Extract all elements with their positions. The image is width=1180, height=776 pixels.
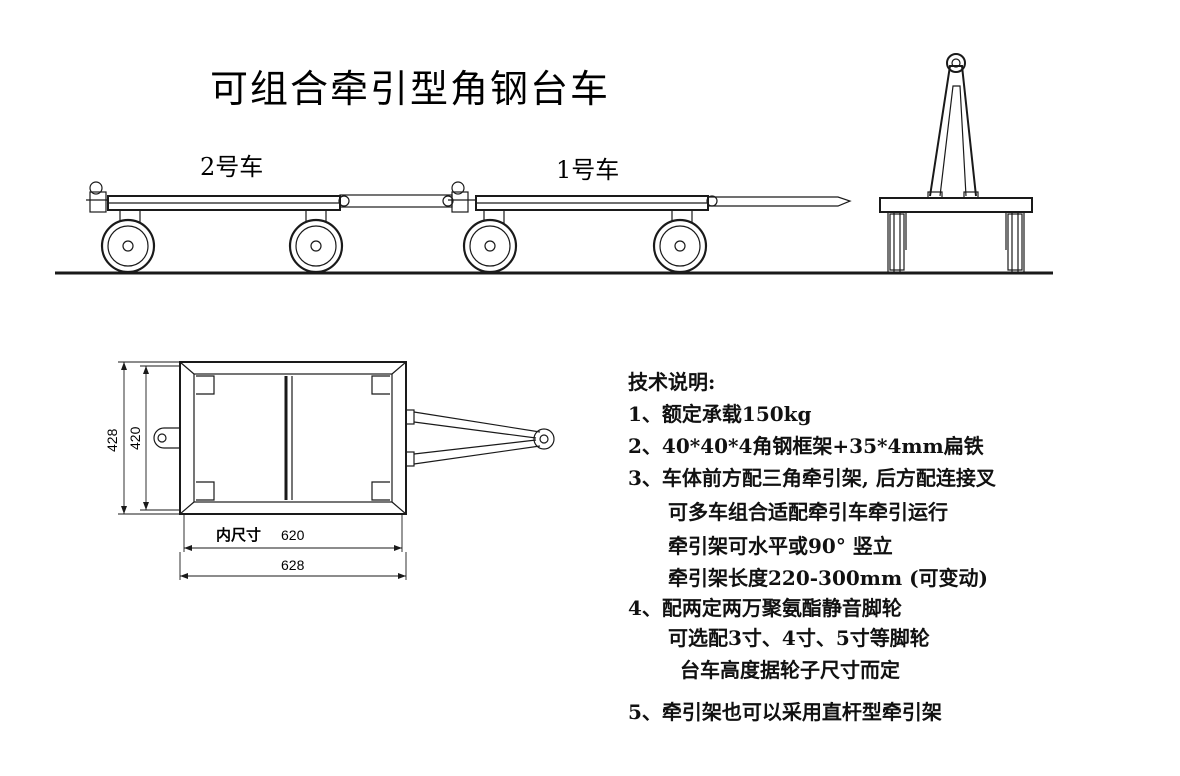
dimension-outer-height-text: 428 [104,428,120,452]
caster-plate-bottom-right [371,481,390,501]
connecting-tow-bar [338,194,454,208]
cart-2-rear-wheel [100,218,156,274]
diagram-title: 可组合牵引型角钢台车 [210,67,610,111]
spec-line-3-cont-1: 可多车组合适配牵引车牵引运行 [668,500,948,524]
caster-plate-bottom-left [196,481,215,501]
spec-line-5: 5、牵引架也可以采用直杆型牵引架 [628,700,942,724]
spec-line-4-cont-1: 可选配3寸、4寸、5寸等脚轮 [668,626,930,650]
spec-line-4: 4、配两定两万聚氨酯静音脚轮 [628,596,902,620]
dimension-outer-width-text: 628 [281,557,305,573]
caster-plate-top-left [196,375,215,395]
caster-plate-top-right [371,375,390,395]
cart-1-rear-wheel [462,218,518,274]
cart-2-front-wheel [288,218,344,274]
tech-specs-heading: 技术说明: [628,370,716,394]
cart-2-hitch [86,181,108,213]
top-view-inner-frame [193,373,393,503]
cart-1-label: 1号车 [556,156,619,184]
top-view-triangle-tow-bar [405,409,555,467]
dimension-inner-width-label: 内尺寸 [216,526,261,544]
end-view-left-casters [887,212,907,272]
dimension-inner-width-text: 620 [281,527,305,543]
cart-1-front-wheel [652,218,708,274]
spec-line-3: 3、车体前方配三角牵引架, 后方配连接叉 [628,466,996,490]
spec-line-2: 2、40*40*4角钢框架+35*4mm扁铁 [628,434,984,458]
cart-2-label: 2号车 [200,153,263,181]
end-view-a-frame [929,65,977,197]
dimension-inner-height: 420 [127,365,180,511]
cart-2-side-view [86,181,344,274]
cart-1-hitch [448,181,476,213]
top-view-outer-frame [179,361,407,515]
dimension-inner-height-text: 420 [127,426,143,450]
top-view: 428 420 内尺寸 620 628 [104,361,555,580]
dimension-inner-width: 内尺寸 620 [183,514,403,552]
dimension-outer-width: 628 [179,552,407,580]
spec-line-3-cont-2: 牵引架可水平或90° 竖立 [668,534,893,558]
end-view-right-casters [1005,212,1025,272]
cart-1-side-view [448,181,852,274]
spec-line-3-cont-3: 牵引架长度220-300mm (可变动) [668,566,989,590]
end-view [879,53,1033,272]
dimension-outer-height: 428 [104,361,180,515]
end-view-tow-eye [946,53,966,73]
top-view-rear-hitch [153,427,180,449]
cart-1-tow-handle [706,195,852,207]
spec-line-4-cont-2: 台车高度据轮子尺寸而定 [680,658,900,682]
spec-line-1: 1、额定承载150kg [628,402,812,426]
end-view-deck [879,197,1033,213]
